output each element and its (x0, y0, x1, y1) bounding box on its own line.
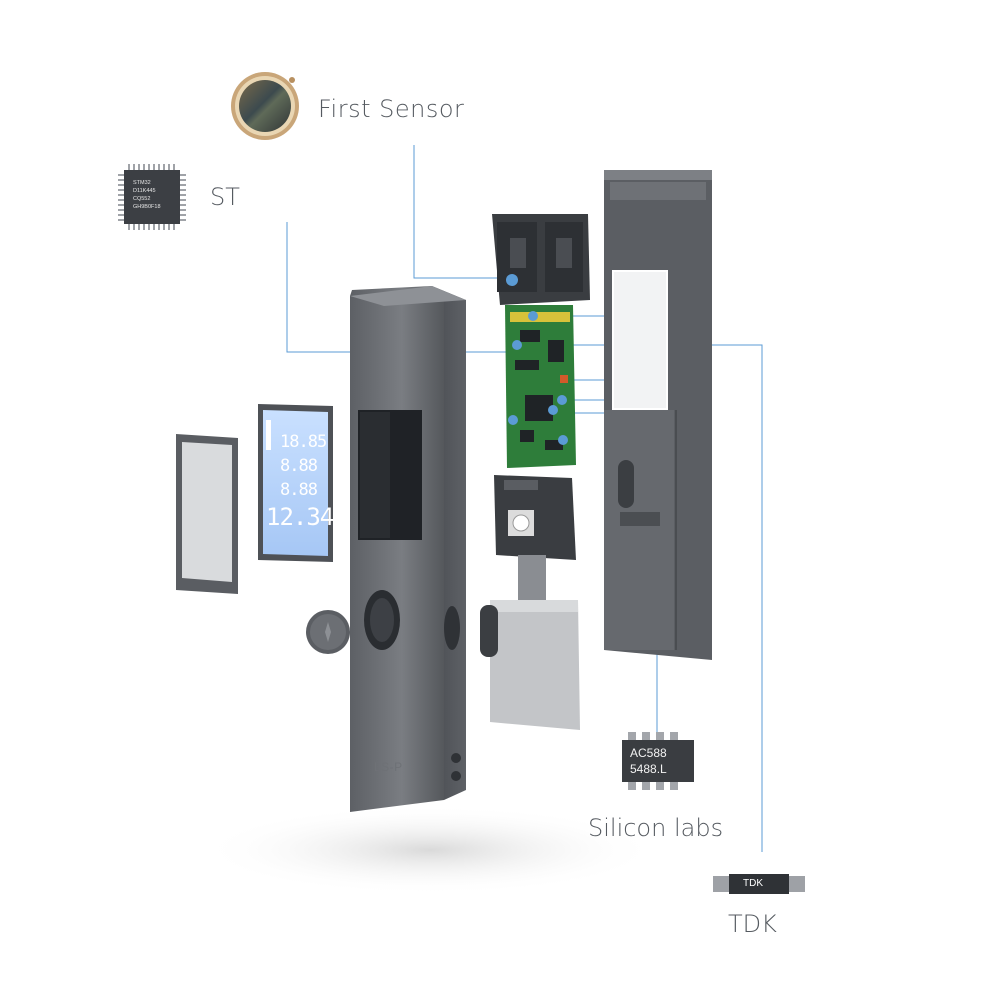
silabs-chip-marking-2: 5488.L (630, 762, 667, 776)
laser-module (492, 214, 590, 305)
pcb-board (505, 305, 576, 468)
main-body-housing (350, 286, 466, 812)
button-board (494, 475, 576, 605)
st-chip-icon (118, 164, 186, 230)
lcd-unit: m (333, 517, 339, 528)
battery (480, 600, 580, 730)
st-chip-marking-4: GH9B0F18 (133, 204, 161, 210)
device-model-label: LS-P (374, 760, 403, 774)
first-sensor-label: First Sensor (318, 95, 465, 123)
st-chip-marking-1: STM32 (133, 180, 151, 186)
lcd-row-1: 18.85 (280, 432, 327, 452)
silicon-labs-label: Silicon labs (588, 814, 724, 842)
st-chip-marking-2: D11K445 (133, 188, 156, 194)
first-sensor-lens-icon (231, 72, 299, 140)
floor-shadow (200, 805, 660, 895)
tdk-chip-icon (713, 874, 805, 894)
rear-housing (604, 170, 712, 660)
silicon-labs-chip-icon (622, 732, 694, 790)
silabs-chip-marking-1: AC588 (630, 746, 667, 760)
first-sensor-leader-line (413, 145, 512, 279)
st-label: ST (210, 183, 240, 211)
tdk-label: TDK (728, 910, 777, 938)
lcd-module (258, 404, 333, 562)
lcd-main-reading: 12.34m (266, 503, 339, 531)
lcd-main-value: 12.34 (266, 503, 334, 531)
tdk-leader-line (520, 344, 763, 852)
lcd-row-2: 8.88 (280, 456, 318, 476)
lcd-row-3: 8.88 (280, 480, 318, 500)
side-button-cap (306, 610, 350, 654)
front-glass-cover (176, 434, 238, 594)
tdk-chip-marking: TDK (743, 878, 763, 889)
st-chip-marking-3: CQ552 (133, 196, 151, 202)
